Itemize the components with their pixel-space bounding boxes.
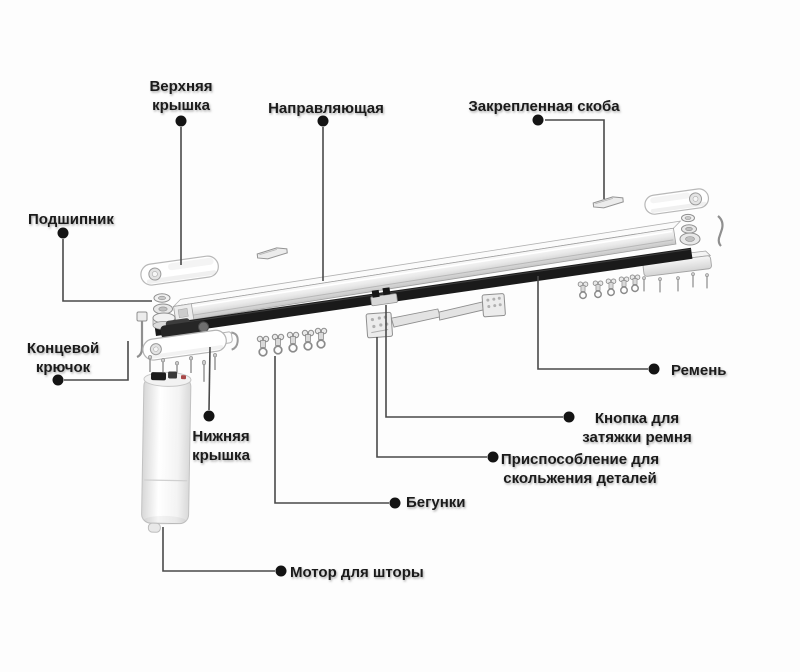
label-rail: Направляющая	[246, 99, 406, 118]
label-belt-button-line1: Кнопка для	[594, 410, 680, 427]
fixed-bracket-left	[256, 247, 288, 260]
drive-belt	[154, 247, 693, 336]
top-cap-right	[644, 188, 710, 215]
curtain-motor	[141, 371, 192, 533]
label-runners: Бегунки	[406, 493, 466, 512]
runners-left	[256, 327, 328, 357]
label-end-hook-line1: Концевой	[26, 340, 100, 357]
label-bearing-line1: Подшипник	[28, 211, 114, 228]
leader-dots	[52, 114, 660, 577]
label-bottom-cap-line2: крышка	[192, 447, 250, 464]
label-belt-button: Кнопка для затяжки ремня	[566, 409, 708, 447]
label-belt: Ремень	[671, 361, 727, 380]
slider-bracket-right	[438, 293, 506, 321]
fixed-bracket-right	[592, 196, 624, 209]
label-bottom-cap: Нижняя крышка	[179, 427, 263, 465]
label-belt-button-line2: затяжки ремня	[582, 429, 692, 446]
label-fixed-bracket-line1: Закрепленная скоба	[468, 98, 620, 115]
label-bottom-cap-line1: Нижняя	[192, 428, 250, 445]
leader-bearing	[62, 239, 152, 302]
leader-bottom-cap	[208, 346, 211, 411]
label-top-cap: Верхняя крышка	[121, 77, 241, 115]
bottom-cap	[142, 329, 239, 361]
label-rail-line1: Направляющая	[268, 100, 384, 117]
label-slider-device-line2: скольжения деталей	[503, 470, 657, 487]
leader-end-hook	[64, 341, 129, 381]
label-fixed-bracket: Закрепленная скоба	[458, 97, 630, 116]
label-belt-line1: Ремень	[671, 362, 727, 379]
label-motor-line1: Мотор для шторы	[290, 564, 424, 581]
end-hook-right	[717, 215, 724, 247]
rail-guide	[172, 220, 682, 323]
leader-belt	[537, 276, 648, 370]
slider-bracket-left	[365, 308, 441, 339]
top-cap	[140, 255, 219, 286]
label-slider-device-line1: Приспособление для	[500, 451, 660, 468]
label-motor: Мотор для шторы	[290, 563, 424, 582]
leader-motor	[162, 527, 275, 572]
label-end-hook-line2: крючок	[35, 359, 91, 376]
label-runners-line1: Бегунки	[406, 494, 466, 511]
label-top-cap-line2: крышка	[152, 97, 210, 114]
leader-belt-button	[385, 305, 563, 418]
runners-right	[577, 274, 641, 300]
label-bearing: Подшипник	[28, 210, 114, 229]
label-top-cap-line1: Верхняя	[149, 78, 213, 95]
belt-tension-button	[370, 287, 398, 307]
leader-lines	[62, 119, 648, 572]
end-hook-left	[136, 311, 148, 359]
leader-slider	[376, 337, 487, 458]
leader-runners	[274, 356, 389, 504]
leader-fixed-bracket	[545, 119, 605, 199]
label-end-hook: Концевой крючок	[13, 339, 113, 377]
bearing-stack-right	[679, 213, 701, 246]
label-slider-device: Приспособление для скольжения деталей	[497, 450, 663, 488]
